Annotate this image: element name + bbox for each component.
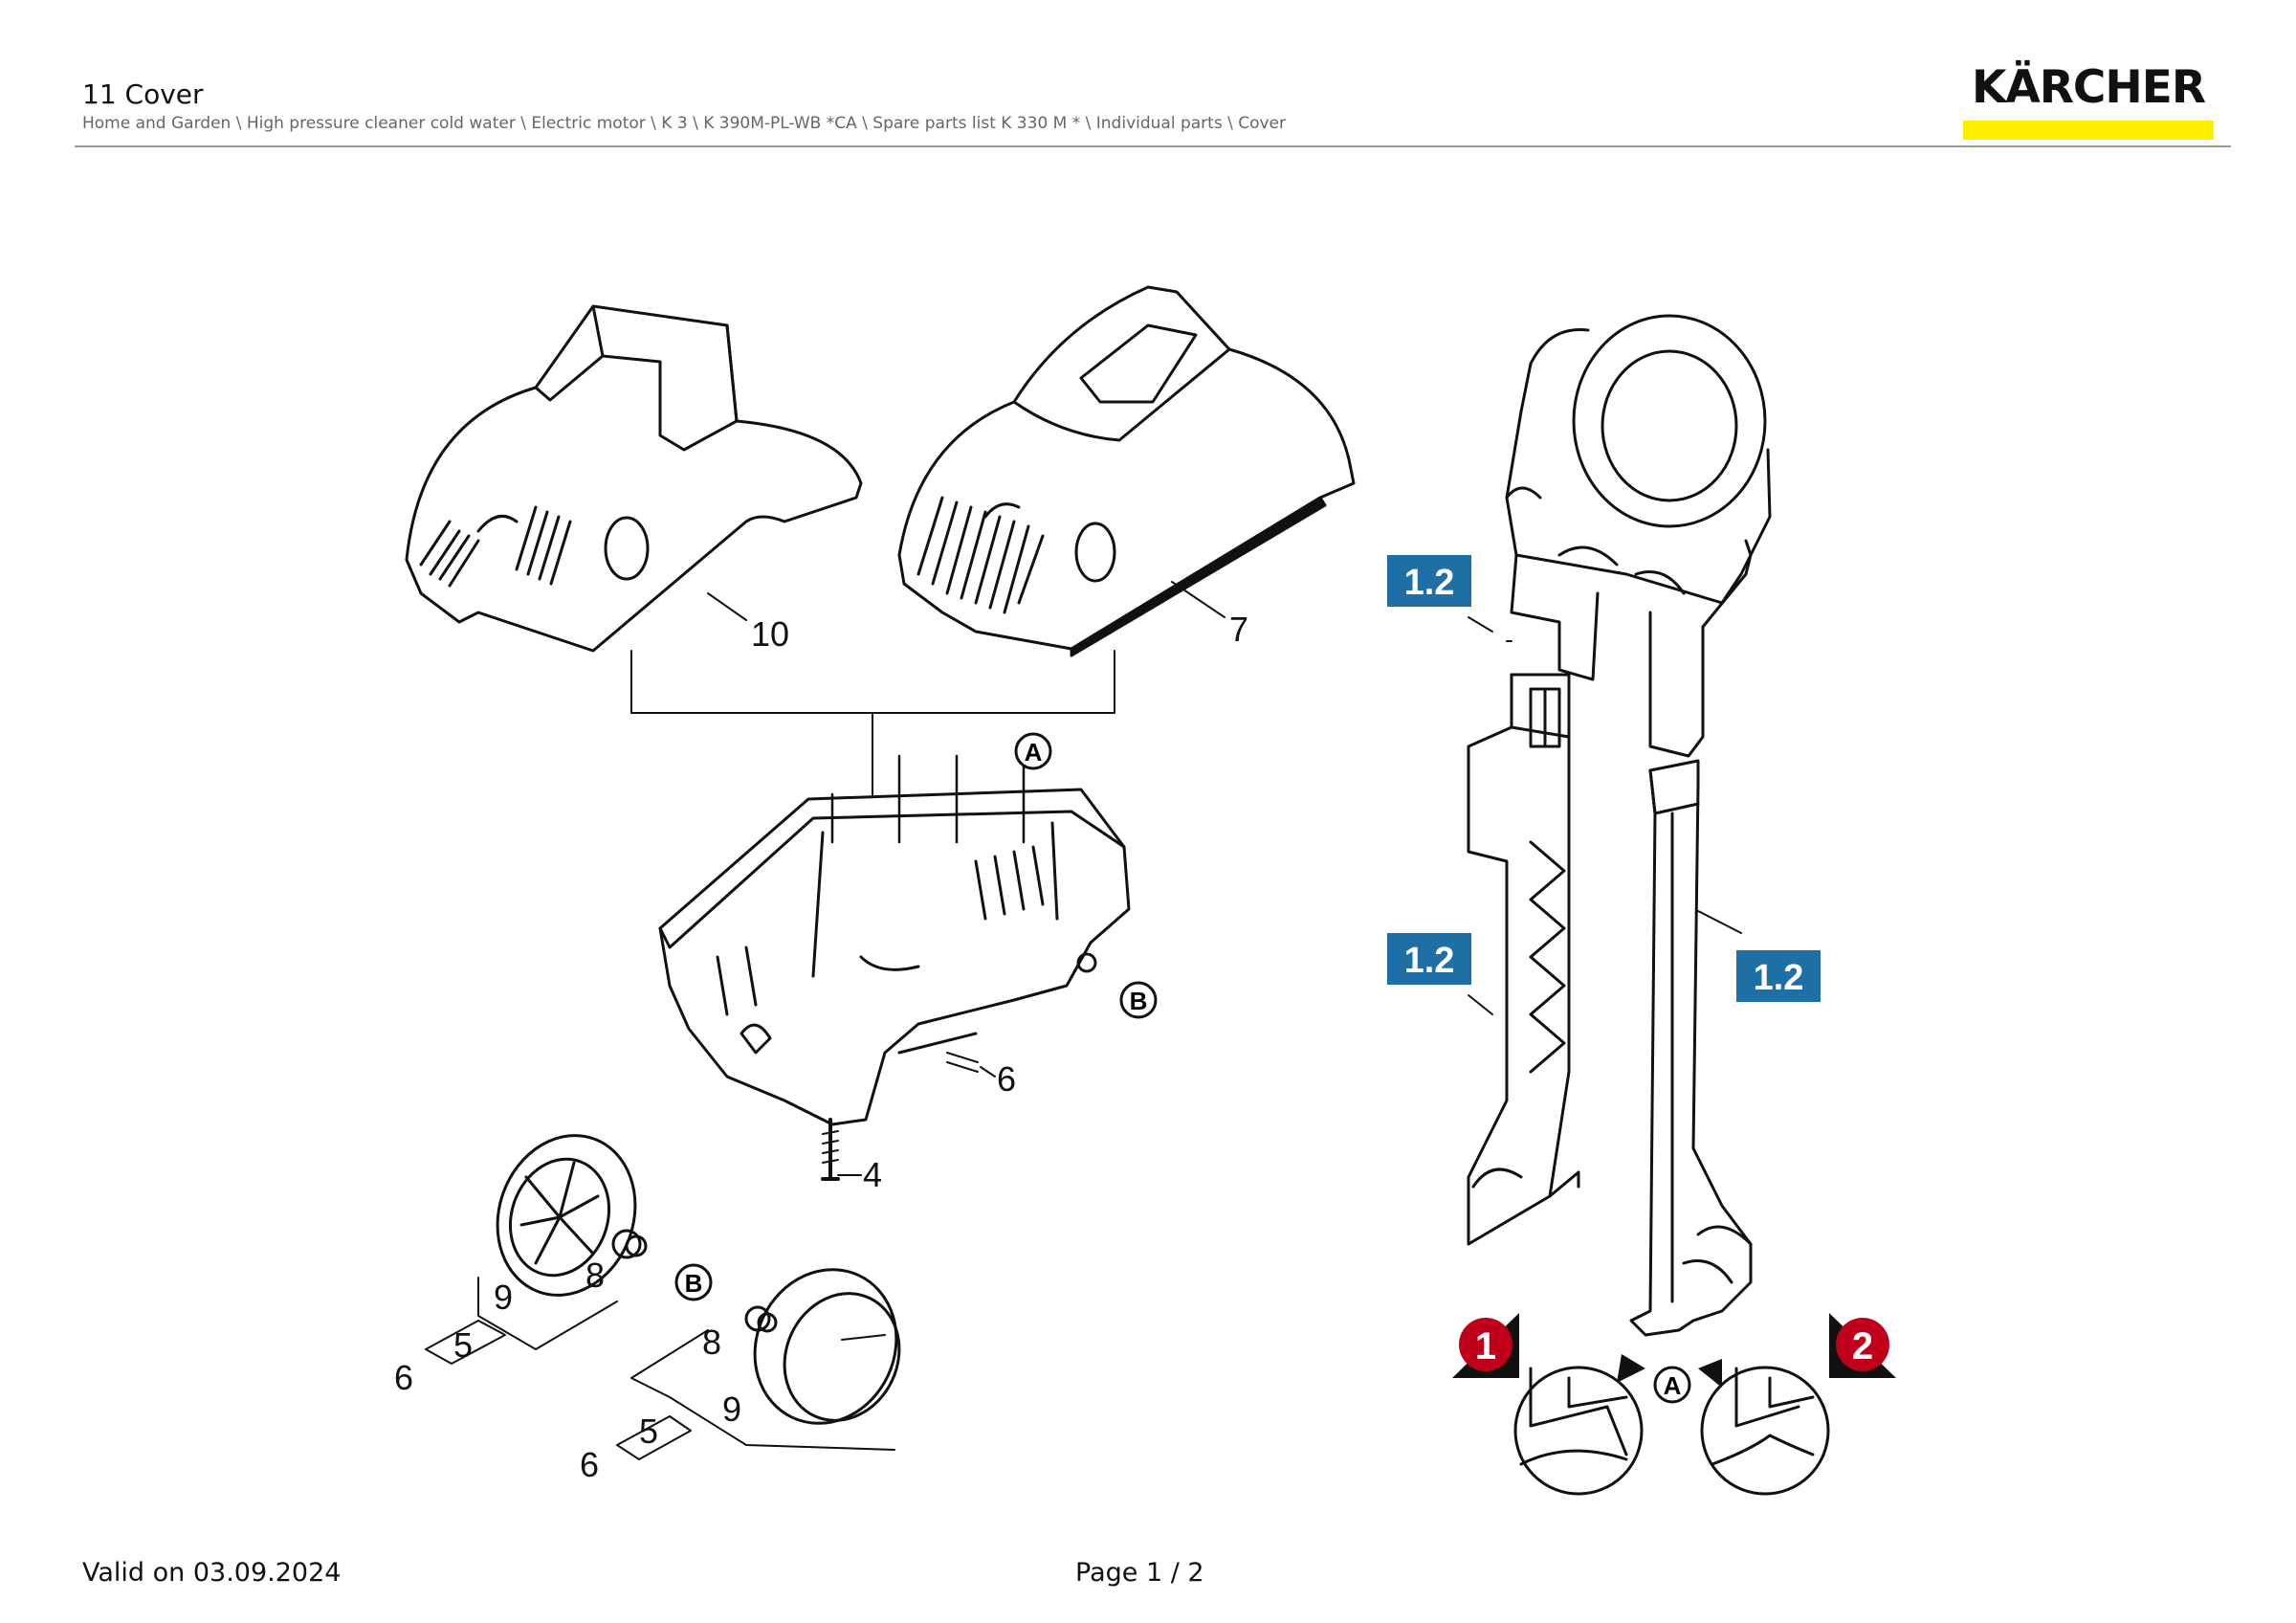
handle-assembly-part [1505, 314, 1772, 758]
callout-8-wheel2: 8 [702, 1323, 721, 1362]
base-housing-part [658, 754, 1131, 1126]
svg-text:A: A [1025, 738, 1043, 767]
brand-name: KÄRCHER [1971, 61, 2206, 114]
callout-leaders [707, 581, 1742, 1015]
cover-right-part [897, 285, 1356, 657]
wheel-1-part [425, 1134, 648, 1365]
wheel-2-part [616, 1268, 901, 1460]
callout-4: 4 [863, 1155, 882, 1194]
ref-marker-b-2: B [674, 1263, 713, 1301]
callout-6-wheel2: 6 [580, 1445, 599, 1484]
variant-marker-1: 1 [1452, 1313, 1519, 1378]
badge-1-2-right: 1.2 [1736, 950, 1821, 1002]
brand-bar [1963, 121, 2214, 140]
brand-logo: KÄRCHER [1963, 63, 2214, 140]
base-callout-line [946, 1052, 979, 1073]
screw-part [821, 1118, 862, 1181]
svg-text:B: B [1130, 987, 1148, 1015]
svg-text:2: 2 [1852, 1325, 1873, 1367]
callout-9-wheel2: 9 [722, 1390, 741, 1429]
handle-bar-left-part [1467, 673, 1580, 1246]
detail-view-2 [1700, 1366, 1830, 1496]
svg-text:1.2: 1.2 [1404, 941, 1455, 981]
header-divider [75, 145, 2231, 147]
callout-6-wheel1: 6 [394, 1358, 413, 1397]
ref-marker-a-2: A [1653, 1366, 1691, 1404]
callout-6-base: 6 [997, 1059, 1016, 1099]
callout-5-wheel2: 5 [639, 1412, 658, 1451]
variant-marker-2: 2 [1829, 1313, 1896, 1378]
callout-5-wheel1: 5 [453, 1325, 473, 1365]
badge-1-2-middle: 1.2 [1387, 933, 1471, 985]
valid-date: Valid on 03.09.2024 [82, 1558, 342, 1588]
callout-8-wheel1: 8 [585, 1256, 605, 1295]
badge-1-2-top: 1.2 [1387, 555, 1471, 607]
page-number: Page 1 / 2 [1075, 1558, 1204, 1588]
callout-10: 10 [751, 614, 789, 654]
breadcrumb: Home and Garden \ High pressure cleaner … [82, 114, 1286, 133]
svg-text:A: A [1664, 1371, 1682, 1400]
ref-marker-b-1: B [1119, 981, 1158, 1019]
svg-text:1.2: 1.2 [1404, 563, 1455, 603]
svg-text:1: 1 [1475, 1325, 1496, 1367]
callout-9-wheel1: 9 [494, 1278, 513, 1317]
detail-view-1 [1513, 1366, 1644, 1496]
svg-text:1.2: 1.2 [1754, 958, 1804, 998]
handle-bar-right-part [1629, 759, 1753, 1337]
assembly-bracket [630, 650, 1115, 714]
svg-text:B: B [685, 1269, 703, 1298]
cover-left-part [405, 304, 863, 653]
page-title: 11 Cover [82, 78, 204, 110]
ref-marker-a-1: A [1014, 732, 1052, 770]
pointer-arrows [1617, 1354, 1722, 1388]
callout-7: 7 [1229, 610, 1248, 649]
callout-labels: 10 7 4 6 8 9 5 6 8 9 5 6 [394, 610, 1248, 1484]
